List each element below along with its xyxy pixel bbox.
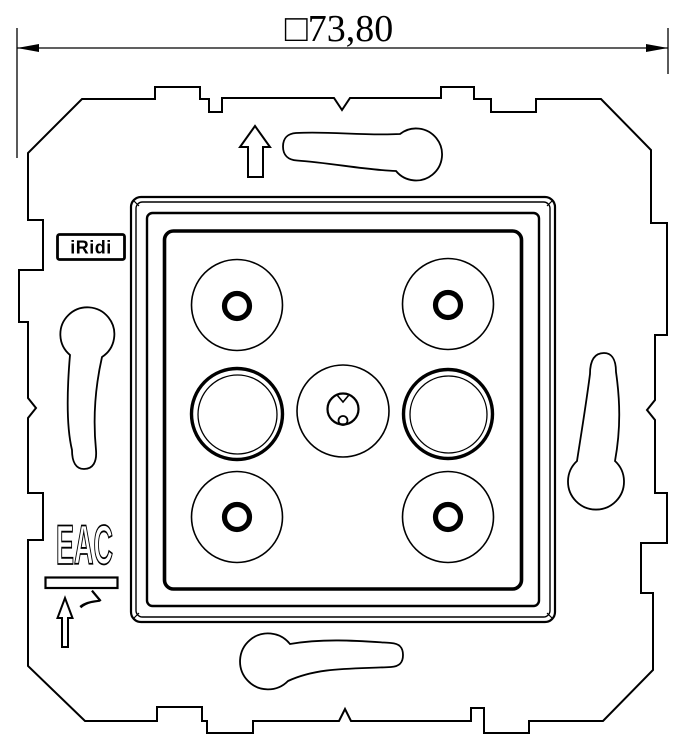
button-outline bbox=[401, 470, 495, 564]
mounting-slot-left bbox=[59, 306, 116, 470]
arrowhead-left-icon bbox=[17, 44, 39, 52]
button-led-ring bbox=[432, 289, 464, 321]
mounting-slot-right bbox=[567, 352, 625, 511]
eac-mark: EAC 7 bbox=[44, 512, 119, 648]
eac-label: EAC bbox=[56, 513, 113, 576]
mounting-slot-top bbox=[282, 127, 443, 182]
button-led-ring bbox=[432, 501, 464, 533]
adjuster-notch bbox=[336, 394, 350, 404]
button-bottom-right bbox=[401, 470, 495, 564]
button-middle-left bbox=[189, 366, 285, 462]
panel-frame-middle bbox=[145, 211, 541, 608]
button-rim-inner bbox=[409, 375, 488, 454]
button-rim bbox=[189, 366, 285, 462]
brand-logo-box bbox=[56, 233, 126, 261]
button-top-right bbox=[401, 257, 495, 351]
arrowhead-right-icon bbox=[646, 44, 668, 52]
frame-corner-tick bbox=[132, 612, 140, 620]
brand-logo-label: iRidi bbox=[70, 238, 112, 258]
button-rim-inner bbox=[197, 374, 278, 455]
adjuster-pin bbox=[337, 415, 349, 426]
install-up-arrow-icon bbox=[56, 595, 74, 648]
eac-underline-bar bbox=[44, 576, 119, 590]
button-led-ring bbox=[221, 501, 253, 533]
frame-corner-tick bbox=[546, 612, 554, 620]
center-adjuster bbox=[296, 364, 390, 458]
button-top-left bbox=[190, 258, 284, 352]
frame-corner-tick bbox=[546, 199, 554, 207]
button-led-ring bbox=[221, 290, 253, 322]
dimension-label: □73,80 bbox=[285, 8, 393, 50]
mounting-slot-bottom bbox=[239, 632, 404, 691]
up-arrow-icon bbox=[238, 124, 272, 178]
adjuster-outline bbox=[296, 364, 390, 458]
button-outline bbox=[190, 470, 284, 564]
dimension-annotation bbox=[16, 28, 669, 158]
faceplate-outline bbox=[18, 86, 668, 734]
button-outline bbox=[401, 257, 495, 351]
panel-face bbox=[162, 229, 524, 591]
panel-frame-outer-inner-line bbox=[135, 201, 551, 618]
button-rim bbox=[401, 367, 495, 461]
button-middle-right bbox=[401, 367, 495, 461]
button-outline bbox=[190, 258, 284, 352]
panel-frame-outer bbox=[129, 195, 557, 624]
brand-logo: iRidi bbox=[56, 233, 126, 261]
frame-corner-tick bbox=[132, 199, 140, 207]
button-bottom-left bbox=[190, 470, 284, 564]
